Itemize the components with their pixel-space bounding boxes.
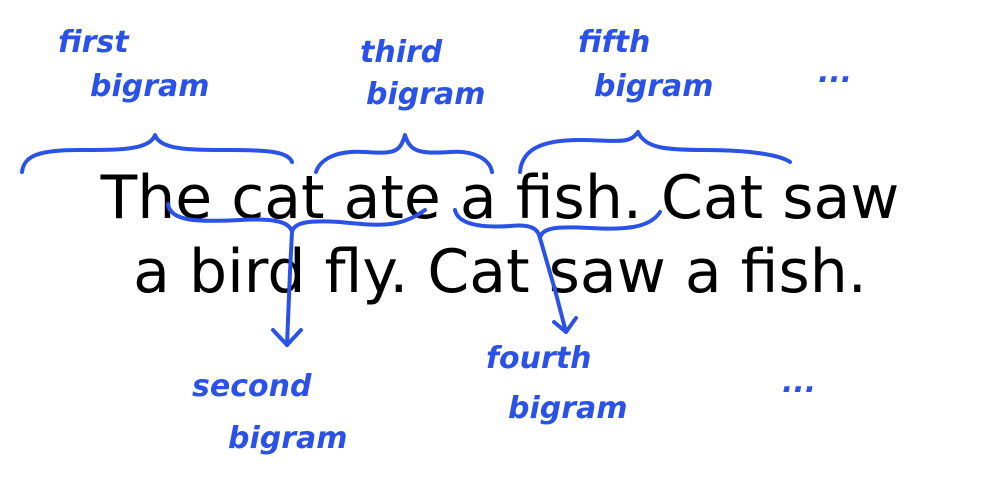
ellipsis-top: ... bbox=[818, 55, 852, 90]
ellipsis-bottom: ... bbox=[782, 365, 816, 400]
third-bigram-label-line-1: third bbox=[360, 35, 443, 70]
second-bigram-label-line-2: bigram bbox=[228, 421, 348, 456]
first-bigram-label-line-1: first bbox=[58, 25, 130, 60]
fourth-bigram-label-line-1: fourth bbox=[486, 341, 592, 376]
fourth-bigram-brace bbox=[453, 208, 662, 334]
second-bigram-brace bbox=[166, 202, 427, 347]
fifth-bigram-label-line-2: bigram bbox=[594, 69, 714, 104]
fifth-bigram-label-line-1: fifth bbox=[578, 25, 650, 60]
second-bigram-label-line-1: second bbox=[192, 369, 312, 404]
third-bigram-label-line-2: bigram bbox=[366, 77, 486, 112]
sentence-line-2: a bird fly. Cat saw a fish. bbox=[133, 237, 867, 307]
first-bigram-brace bbox=[20, 133, 294, 174]
first-bigram-label-line-2: bigram bbox=[90, 69, 210, 104]
fourth-bigram-label-line-2: bigram bbox=[508, 391, 628, 426]
third-bigram-brace bbox=[314, 133, 494, 174]
fifth-bigram-brace bbox=[518, 130, 792, 174]
